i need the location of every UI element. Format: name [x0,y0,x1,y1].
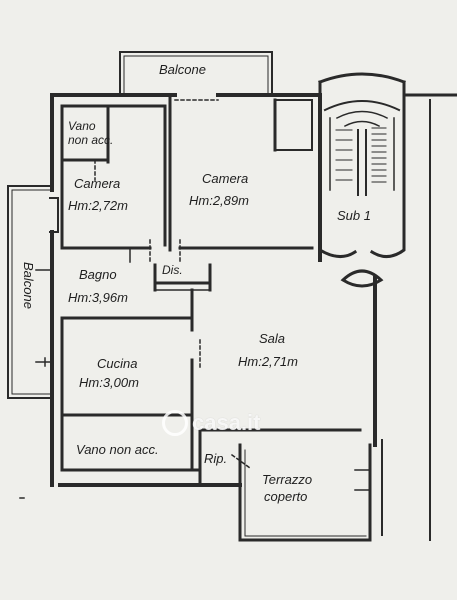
watermark-text: casa.it [192,410,261,435]
house-icon [162,410,188,436]
vano-top-label-line1: Vano [68,119,96,133]
camera1-height: Hm:2,72m [68,198,128,213]
casa-it-watermark: casa.it [162,410,261,436]
cucina-name: Cucina [97,356,138,371]
wall-marks [19,249,131,499]
terrazzo-outline [238,439,383,542]
interior-walls [60,93,362,487]
balcone-left-outline [7,185,59,399]
terrazzo-label-line1: Terrazzo [262,472,313,487]
cucina-height: Hm:3,00m [79,375,139,390]
vano-bottom-label: Vano non acc. [76,442,159,457]
door-swings [94,99,252,470]
sala-height: Hm:2,71m [238,354,298,369]
camera2-height: Hm:2,89m [189,193,249,208]
stairwell [318,72,457,541]
dis-label: Dis. [162,263,183,277]
terrazzo-label-line2: coperto [264,489,308,504]
vano-top-label-line2: non acc. [68,133,114,147]
balcone-top-label: Balcone [159,62,206,77]
rip-label: Rip. [204,451,228,466]
bagno-name: Bagno [79,267,117,282]
sala-name: Sala [259,331,286,346]
sub1-label: Sub 1 [337,208,371,223]
camera1-name: Camera [74,176,121,191]
bagno-height: Hm:3,96m [68,290,128,305]
balcone-top-outline [119,51,273,94]
balcone-left-label: Balcone [21,262,36,309]
camera2-name: Camera [202,171,249,186]
